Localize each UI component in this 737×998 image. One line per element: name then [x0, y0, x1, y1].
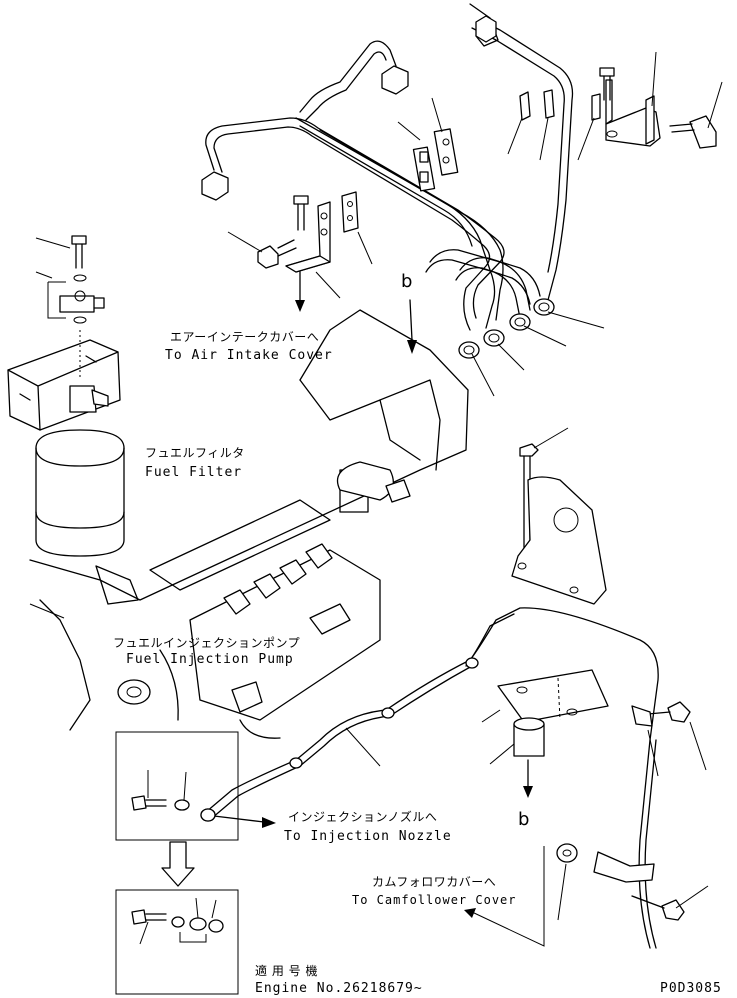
injection-pump-label-en: Fuel Injection Pump [126, 652, 294, 667]
detail-box-upper [115, 731, 239, 841]
leader-lines [29, 51, 723, 947]
fuel-filter-drawing [7, 274, 125, 557]
camfollower-label-jp: カムフォロワカバーへ [372, 875, 497, 889]
right-bracket-and-pipe [465, 476, 659, 949]
ref-b-top: b [401, 271, 414, 292]
air-intake-bracket [285, 191, 359, 312]
transition-arrow [161, 841, 195, 887]
detail-box-lower [115, 889, 239, 995]
injection-nozzle-label-jp: インジェクションノズルへ [288, 810, 438, 824]
camfollower-label-en: To Camfollower Cover [352, 893, 517, 907]
injection-nozzle-label-en: To Injection Nozzle [284, 829, 452, 844]
air-intake-label-en: To Air Intake Cover [165, 348, 333, 363]
applicable-label-jp: 適 用 号 機 [255, 964, 318, 978]
engine-block-drawing [29, 299, 469, 739]
nozzle-fuel-pipe [200, 657, 479, 828]
injection-pipe-set [201, 3, 574, 359]
ref-b-bottom: b [518, 809, 531, 830]
fuel-filter-label-jp: フュエルフィルタ [145, 446, 245, 460]
injection-pump-label-jp: フュエルインジェクションポンプ [113, 636, 301, 650]
pipe-clamp-parts [412, 79, 661, 192]
drawing-id-label: P0D3085 [660, 981, 722, 996]
fuel-filter-label-en: Fuel Filter [145, 465, 243, 480]
air-intake-label-jp: エアーインテークカバーへ [170, 330, 320, 344]
engine-number-label: Engine No.26218679~ [255, 981, 423, 996]
